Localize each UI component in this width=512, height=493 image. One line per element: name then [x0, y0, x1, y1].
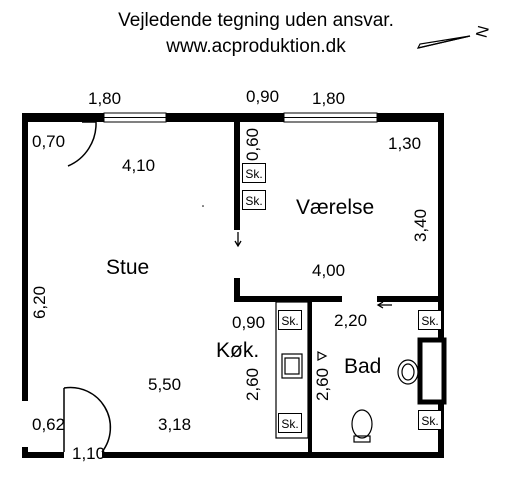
outer-walls	[22, 113, 444, 458]
closet-bath-top: Sk.	[418, 310, 442, 330]
dim-bottom-left: 0,62	[32, 415, 66, 434]
dim-kitchen-height: 2,60	[243, 367, 263, 402]
dim-stue-depth: 4,10	[122, 156, 156, 175]
dim-stue-width: 5,50	[148, 375, 182, 394]
room-kokken: Køk.	[216, 339, 260, 362]
compass-arrow-icon	[416, 35, 471, 49]
dim-kitchen-top: 0,90	[232, 313, 266, 332]
closet-bath-bottom: Sk.	[418, 410, 442, 430]
plan-dot	[202, 205, 204, 207]
entry-door-icon	[67, 121, 97, 167]
dim-vaerelse-corner: 1,30	[388, 134, 422, 153]
room-stue: Stue	[106, 256, 150, 279]
dim-vaerelse-height: 3,40	[411, 208, 431, 243]
kitchen-counter	[275, 301, 328, 439]
dim-top-window-right: 1,80	[312, 89, 346, 108]
dim-bath-top: 2,20	[334, 311, 368, 330]
dim-top-window-left: 1,80	[88, 89, 122, 108]
closet-vaerelse-1: Sk.	[242, 163, 266, 183]
dim-vaerelse-width: 4,00	[312, 261, 346, 280]
plan-disclaimer: Vejledende tegning uden ansvar.	[118, 10, 394, 31]
dim-stue-corner: 0,70	[32, 132, 66, 151]
dim-bottom-mid: 3,18	[158, 415, 192, 434]
balcony-door-icon	[63, 386, 112, 453]
closet-vaerelse-2: Sk.	[242, 190, 266, 210]
bath-window	[417, 337, 447, 405]
interior-walls	[234, 122, 444, 458]
door-arrow-icon	[234, 232, 392, 309]
room-bad: Bad	[344, 355, 382, 378]
toilet-icon	[351, 409, 373, 443]
closet-kitchen-top: Sk.	[278, 310, 302, 330]
dim-bath-height: 2,60	[313, 367, 333, 402]
dim-stue-left: 6,20	[30, 285, 50, 320]
room-vaerelse: Værelse	[296, 196, 375, 219]
closet-kitchen-bottom: Sk.	[278, 413, 302, 433]
dim-partition: 0,60	[243, 127, 263, 162]
plan-website: www.acproduktion.dk	[166, 36, 346, 57]
top-windows	[103, 112, 378, 123]
dim-top-window-mid: 0,90	[246, 87, 280, 106]
dim-door-bottom: 1,10	[72, 444, 106, 463]
washbasin-icon	[397, 359, 419, 385]
